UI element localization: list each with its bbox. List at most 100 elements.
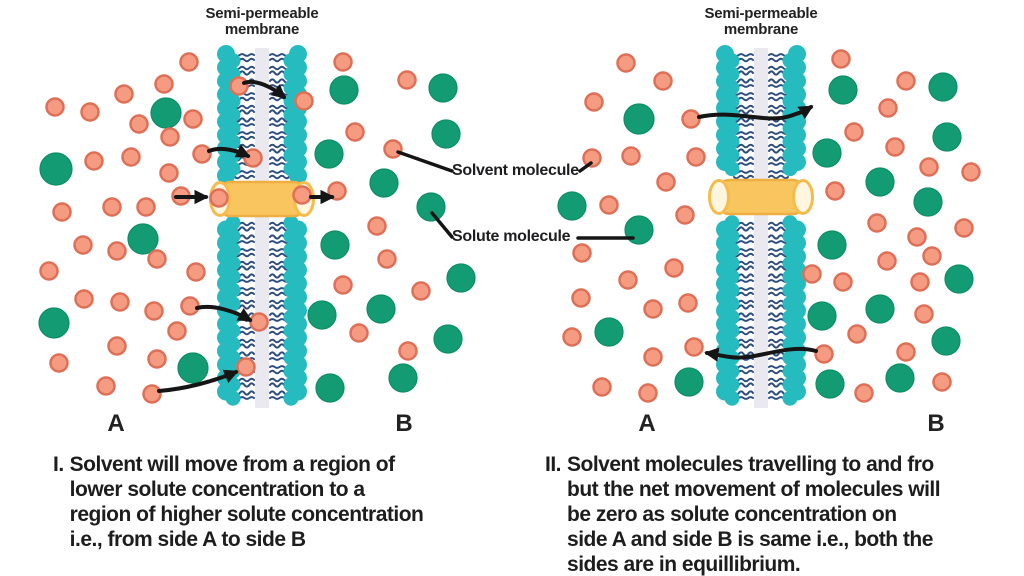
solvent-molecule [129, 114, 149, 134]
solvent-molecule [333, 275, 353, 295]
lipid-tail [733, 226, 754, 232]
channel-body [717, 178, 805, 216]
solvent-molecule [907, 227, 927, 247]
channel-protein [708, 178, 814, 216]
solvent-molecule [896, 342, 916, 362]
lipid-tail [269, 240, 290, 244]
lipid-tail [269, 131, 290, 135]
label-leader-line [396, 150, 454, 173]
solvent-molecule [383, 139, 403, 159]
solvent-molecule [664, 258, 684, 278]
membrane-title-panel-2: Semi-permeable membrane [704, 6, 817, 38]
lipid-tail [733, 92, 754, 96]
caption-numeral: I. [53, 453, 64, 476]
side-a-label-panel-2: A [638, 410, 656, 437]
solute-molecule [416, 192, 446, 222]
solvent-molecule [896, 71, 916, 91]
solvent-molecule [643, 299, 663, 319]
solvent-movement-arrow [697, 105, 814, 121]
solute-molecule [944, 264, 974, 294]
solvent-molecule [847, 324, 867, 344]
lipid-head [782, 390, 798, 406]
solvent-molecule [180, 296, 200, 316]
solvent-movement-arrow [704, 346, 818, 362]
lipid-tail [269, 226, 290, 232]
membrane-gap [754, 48, 768, 408]
solvent-movement-arrow [195, 305, 253, 322]
solvent-molecule [192, 144, 212, 164]
solute-molecule [39, 152, 73, 186]
caption-panel-2: II. Solvent molecules travelling to and … [545, 452, 941, 576]
solute-molecule [177, 352, 209, 384]
solvent-molecule [814, 344, 834, 364]
solvent-molecule [229, 76, 249, 96]
solute-molecule [307, 300, 337, 330]
solvent-molecule [571, 288, 591, 308]
solvent-movement-arrow [157, 369, 239, 393]
solvent-molecule [592, 377, 612, 397]
solute-molecule [828, 75, 858, 105]
solvent-molecule [102, 197, 122, 217]
solvent-molecule [333, 52, 353, 72]
solvent-molecule [367, 216, 387, 236]
solute-molecule [594, 317, 624, 347]
solvent-molecule [398, 341, 418, 361]
lipid-tail [768, 78, 789, 84]
solvent-molecule [209, 188, 229, 208]
solute-molecule [624, 215, 654, 245]
solvent-molecule [142, 384, 162, 404]
membrane-title-panel-1: Semi-permeable membrane [205, 6, 318, 38]
lipid-tail [733, 252, 754, 258]
solvent-molecule [802, 264, 822, 284]
solvent-molecule [684, 337, 704, 357]
lipid-tail [768, 104, 789, 110]
lipid-tail [768, 226, 789, 232]
solute-molecule [932, 122, 962, 152]
solute-molecule [913, 187, 943, 217]
lipid-tail [269, 265, 290, 271]
solvent-molecule [144, 301, 164, 321]
lipid-tail [269, 117, 290, 123]
solvent-molecule [183, 109, 203, 129]
solute-molecule [865, 167, 895, 197]
solvent-molecule [599, 195, 619, 215]
solute-molecule [127, 223, 159, 255]
side-a-label-panel-1: A [107, 410, 125, 437]
solvent-molecule [910, 272, 930, 292]
solvent-molecule [582, 148, 602, 168]
solvent-molecule [74, 289, 94, 309]
lipid-tail [269, 143, 290, 149]
lipid-tail [733, 265, 754, 271]
solute-molecule [931, 326, 961, 356]
lipid-tail [234, 265, 255, 271]
lipid-head [782, 161, 798, 177]
lipid-tail [768, 131, 789, 135]
solvent-molecule [618, 270, 638, 290]
membrane-title-line2: membrane [723, 21, 799, 38]
lipid-tail [234, 240, 255, 244]
solute-molecule [428, 73, 458, 103]
solute-molecule [369, 168, 399, 198]
solvent-molecule [825, 181, 845, 201]
solvent-molecule [584, 92, 604, 112]
lipid-tail [733, 174, 754, 180]
solvent-molecule [854, 383, 874, 403]
solvent-molecule [877, 251, 897, 271]
lipid-tail [234, 65, 255, 71]
solvent-molecule [52, 202, 72, 222]
solvent-molecule [167, 321, 187, 341]
label-leader-line [430, 211, 454, 239]
solute-molecule [315, 373, 345, 403]
solvent-molecule [681, 109, 701, 129]
lipid-tail [234, 117, 255, 123]
lipid-tail [768, 240, 789, 244]
solute-molecule [557, 191, 587, 221]
solvent-molecule-label: Solvent molecule [452, 162, 579, 179]
lipid-head [289, 166, 307, 185]
solute-molecule [314, 139, 344, 169]
solvent-molecule [675, 205, 695, 225]
lipid-tail [234, 174, 255, 180]
solvent-molecule [643, 347, 663, 367]
